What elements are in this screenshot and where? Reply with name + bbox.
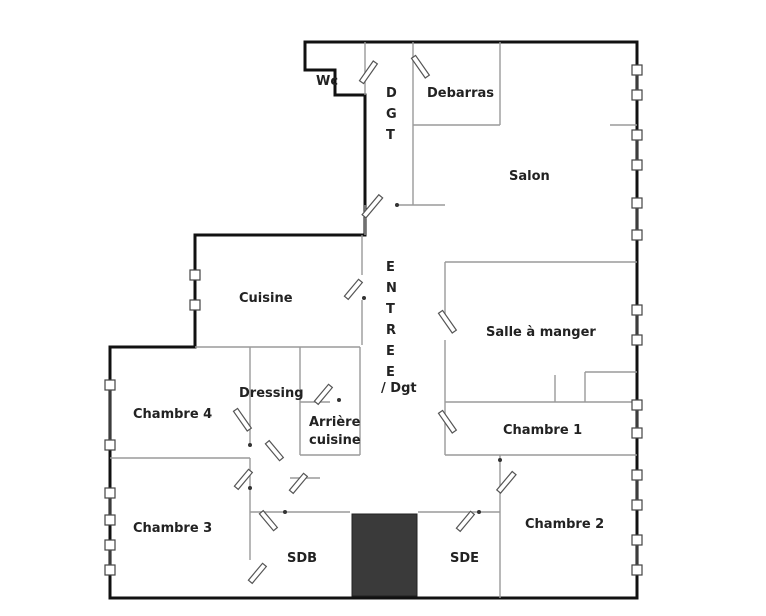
window xyxy=(631,334,643,346)
door-leaf xyxy=(495,470,517,494)
window xyxy=(631,129,643,141)
label-entree-n: N xyxy=(386,281,397,296)
label-dgt-top-1: D xyxy=(386,86,397,101)
label-salle-a-manger: Salle à manger xyxy=(486,325,596,340)
window xyxy=(631,499,643,511)
door-hinge xyxy=(362,296,366,300)
label-sdb: SDB xyxy=(287,551,317,566)
door-leaf xyxy=(343,278,364,301)
label-arriere: Arrière xyxy=(309,415,361,430)
window xyxy=(104,439,116,451)
label-wc: Wc xyxy=(316,74,338,89)
door-hinge xyxy=(395,203,399,207)
door-hinge xyxy=(248,443,252,447)
label-sde: SDE xyxy=(450,551,479,566)
room-labels: Wc D G T Debarras Salon E N T R E E / Dg… xyxy=(133,74,604,566)
outer-walls xyxy=(108,40,639,600)
door-leaf xyxy=(233,468,254,491)
window xyxy=(631,469,643,481)
window xyxy=(104,564,116,576)
window xyxy=(104,379,116,391)
label-dgt-top-3: T xyxy=(386,128,395,143)
door-hinge xyxy=(337,398,341,402)
door-leaf xyxy=(437,409,458,434)
door-leaf xyxy=(358,60,379,85)
window xyxy=(631,304,643,316)
door-hinge xyxy=(248,486,252,490)
door-leaf xyxy=(455,510,476,533)
door-leaf xyxy=(313,383,334,406)
window xyxy=(189,299,201,311)
window xyxy=(631,89,643,101)
label-chambre1: Chambre 1 xyxy=(503,423,582,438)
window xyxy=(631,197,643,209)
window xyxy=(631,399,643,411)
label-salon: Salon xyxy=(509,169,550,184)
label-cuisine2: cuisine xyxy=(309,433,361,448)
label-dgt-top-2: G xyxy=(386,107,397,122)
label-entree-e3: E xyxy=(386,365,395,380)
door-leaf xyxy=(361,193,384,219)
window xyxy=(189,269,201,281)
window xyxy=(631,159,643,171)
window xyxy=(104,539,116,551)
label-chambre3: Chambre 3 xyxy=(133,521,212,536)
window xyxy=(104,514,116,526)
label-cuisine: Cuisine xyxy=(239,291,293,306)
door-leaf xyxy=(437,309,458,334)
dark-shaft xyxy=(351,513,418,597)
outer-wall xyxy=(108,40,639,600)
door-hinge xyxy=(477,510,481,514)
label-entree-t: T xyxy=(386,302,395,317)
window xyxy=(631,564,643,576)
windows xyxy=(104,64,643,576)
label-chambre2: Chambre 2 xyxy=(525,517,604,532)
label-dressing: Dressing xyxy=(239,386,304,401)
label-entree-r: R xyxy=(386,323,396,338)
door-leaf xyxy=(410,54,431,79)
door-hinge xyxy=(283,510,287,514)
label-debarras: Debarras xyxy=(427,86,494,101)
label-entree-e2: E xyxy=(386,344,395,359)
door-leaf xyxy=(258,509,279,532)
label-entree-e: E xyxy=(386,260,395,275)
window xyxy=(631,229,643,241)
label-entree-dgt: / Dgt xyxy=(381,381,417,396)
label-chambre4: Chambre 4 xyxy=(133,407,212,422)
window xyxy=(104,487,116,499)
window xyxy=(631,534,643,546)
door-leaf xyxy=(247,562,268,585)
door-leaf xyxy=(232,407,253,432)
window xyxy=(631,64,643,76)
door-leaf xyxy=(264,439,285,462)
window xyxy=(631,427,643,439)
doors xyxy=(232,54,517,585)
door-leaf xyxy=(288,472,309,495)
door-hinge xyxy=(498,458,502,462)
